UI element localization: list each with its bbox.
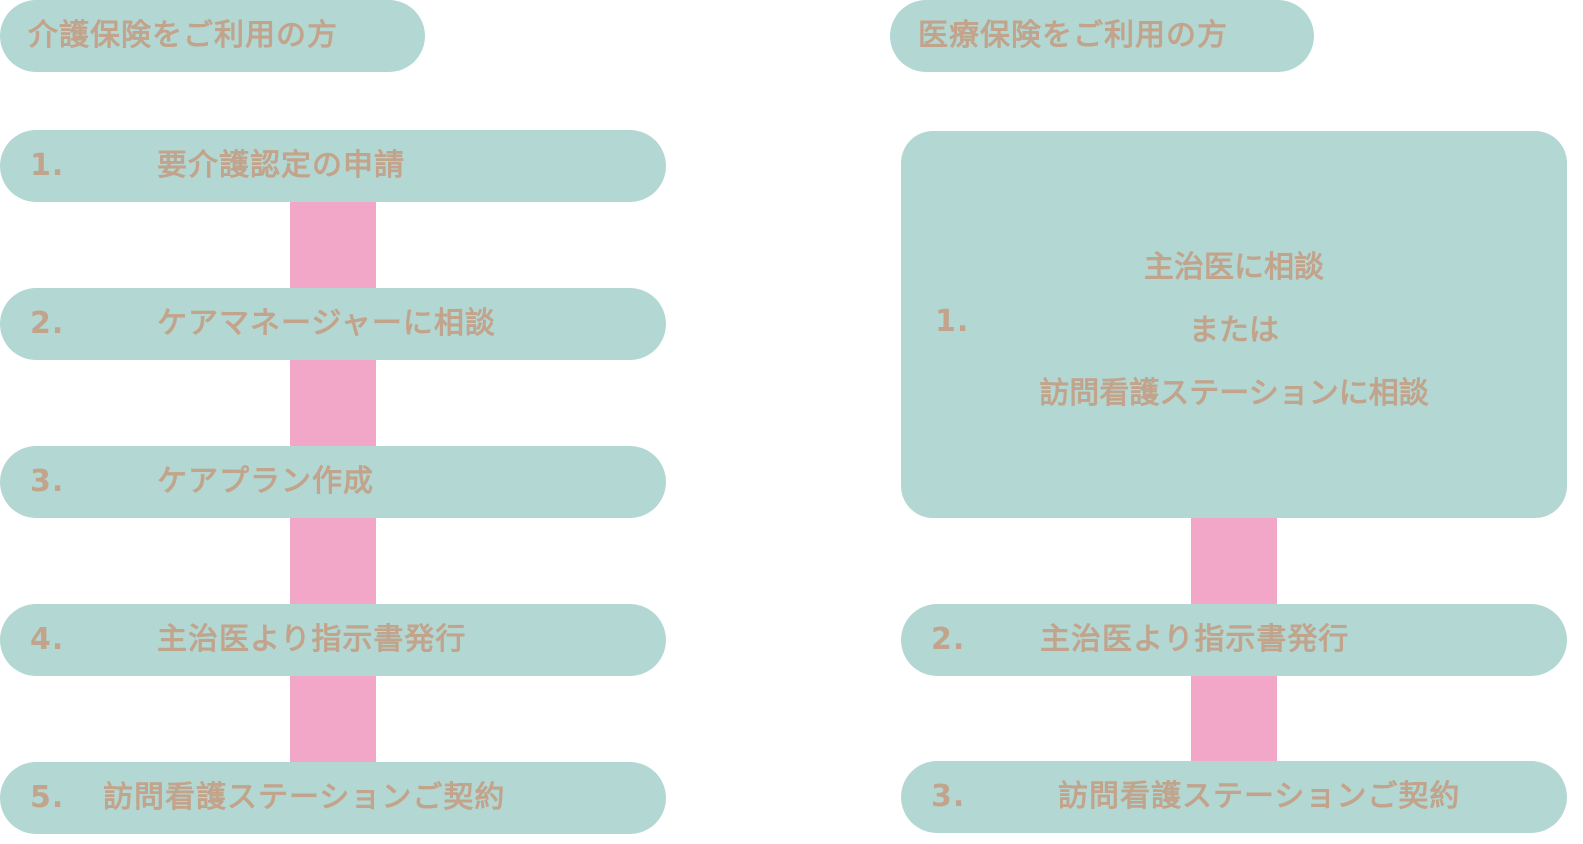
iryo-step-1: 1. 主治医に相談 または 訪問看護ステーションに相談 <box>901 131 1567 518</box>
step-number: 5. <box>30 780 65 815</box>
kaigo-header-label: 介護保険をご利用の方 <box>28 18 338 53</box>
step-label-line: 主治医に相談 <box>1144 250 1324 285</box>
step-label: 要介護認定の申請 <box>157 148 405 183</box>
step-label: ケアプラン作成 <box>157 464 374 499</box>
step-number: 3. <box>30 464 65 499</box>
iryo-header: 医療保険をご利用の方 <box>890 0 1314 72</box>
step-number: 2. <box>931 622 966 657</box>
iryo-header-label: 医療保険をご利用の方 <box>918 18 1228 53</box>
step-label: 訪問看護ステーションご契約 <box>103 780 506 815</box>
step-number: 4. <box>30 622 65 657</box>
kaigo-step-4: 4. 主治医より指示書発行 <box>0 604 666 676</box>
kaigo-header: 介護保険をご利用の方 <box>0 0 425 72</box>
kaigo-step-5: 5. 訪問看護ステーションご契約 <box>0 762 666 834</box>
step-label: 主治医に相談 または 訪問看護ステーションに相談 <box>901 236 1567 425</box>
step-label: ケアマネージャーに相談 <box>157 306 496 341</box>
step-number: 1. <box>935 304 970 339</box>
kaigo-step-1: 1. 要介護認定の申請 <box>0 130 666 202</box>
step-label-line: または <box>1189 313 1279 348</box>
step-label: 訪問看護ステーションご契約 <box>1058 779 1461 814</box>
kaigo-step-3: 3. ケアプラン作成 <box>0 446 666 518</box>
step-label-line: 訪問看護ステーションに相談 <box>1039 376 1429 411</box>
step-label: 主治医より指示書発行 <box>1040 622 1350 657</box>
iryo-step-2: 2. 主治医より指示書発行 <box>901 604 1567 676</box>
kaigo-step-2: 2. ケアマネージャーに相談 <box>0 288 666 360</box>
step-number: 1. <box>30 148 65 183</box>
step-label: 主治医より指示書発行 <box>157 622 467 657</box>
step-number: 2. <box>30 306 65 341</box>
step-number: 3. <box>931 779 966 814</box>
iryo-step-3: 3. 訪問看護ステーションご契約 <box>901 761 1567 833</box>
